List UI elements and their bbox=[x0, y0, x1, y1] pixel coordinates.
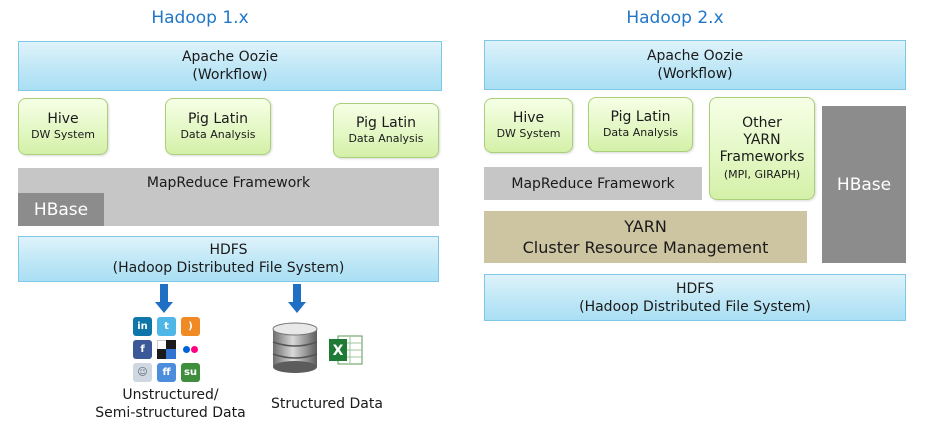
mapreduce-label: MapReduce Framework bbox=[511, 175, 675, 192]
stumbleupon-icon: su bbox=[181, 363, 200, 382]
hbase-label: HBase bbox=[836, 174, 892, 195]
myspace-icon: ☺ bbox=[133, 363, 152, 382]
hive-sublabel: DW System bbox=[31, 128, 95, 141]
pig-label: Pig Latin bbox=[188, 111, 248, 127]
mapreduce-label: MapReduce Framework bbox=[146, 175, 311, 191]
unstructured-caption-line1: Unstructured/ bbox=[122, 387, 219, 403]
hdfs-sublabel: (Hadoop Distributed File System) bbox=[112, 260, 345, 276]
pig-sublabel: Data Analysis bbox=[180, 128, 256, 141]
hdfs-box-2x: HDFS (Hadoop Distributed File System) bbox=[484, 274, 906, 321]
oozie-sublabel: (Workflow) bbox=[657, 66, 733, 82]
hbase-label: HBase bbox=[33, 199, 89, 220]
twitter-icon: t bbox=[157, 317, 176, 336]
hive-label: Hive bbox=[512, 110, 545, 126]
oozie-sublabel: (Workflow) bbox=[192, 67, 268, 83]
pig-box-1x-b: Pig Latin Data Analysis bbox=[333, 103, 439, 158]
hdfs-box-1x: HDFS (Hadoop Distributed File System) bbox=[18, 236, 439, 282]
hbase-block-2x: HBase bbox=[822, 106, 906, 263]
svg-text:X: X bbox=[333, 343, 344, 359]
pig-box-1x-a: Pig Latin Data Analysis bbox=[165, 98, 271, 155]
excel-icon: X bbox=[329, 335, 363, 365]
structured-caption: Structured Data bbox=[271, 396, 383, 412]
hbase-block-1x: HBase bbox=[18, 193, 104, 226]
hadoop1-title: Hadoop 1.x bbox=[151, 8, 249, 28]
linkedin-icon: in bbox=[133, 317, 152, 336]
social-icon-grid: in t ) f ☺ ff su bbox=[133, 317, 203, 383]
hdfs-label: HDFS bbox=[675, 280, 714, 297]
frameworks-label: Frameworks bbox=[719, 149, 805, 165]
friendfeed-icon: ff bbox=[157, 363, 176, 382]
hive-box-2x: Hive DW System bbox=[484, 98, 573, 153]
oozie-label: Apache Oozie bbox=[181, 49, 279, 65]
oozie-box-1x: Apache Oozie (Workflow) bbox=[18, 41, 442, 91]
pig-box-2x: Pig Latin Data Analysis bbox=[588, 97, 693, 152]
hive-sublabel: DW System bbox=[496, 127, 561, 140]
facebook-icon: f bbox=[133, 340, 152, 359]
flickr-icon bbox=[181, 340, 200, 359]
frameworks-sublabel: (MPI, GIRAPH) bbox=[723, 168, 801, 181]
arrow-down-unstructured bbox=[155, 284, 173, 313]
unstructured-caption: Unstructured/ Semi-structured Data bbox=[78, 386, 263, 422]
mapreduce-bar-2x: MapReduce Framework bbox=[484, 167, 702, 200]
pig-sublabel: Data Analysis bbox=[602, 126, 679, 139]
other-label: Other bbox=[742, 115, 782, 131]
delicious-icon bbox=[157, 340, 176, 359]
hdfs-sublabel: (Hadoop Distributed File System) bbox=[579, 298, 811, 315]
mapreduce-bar-1x: MapReduce Framework HBase bbox=[18, 168, 439, 226]
hdfs-label: HDFS bbox=[209, 242, 248, 258]
pig-sublabel: Data Analysis bbox=[348, 132, 424, 145]
hadoop2-title: Hadoop 2.x bbox=[626, 8, 724, 28]
unstructured-caption-line2: Semi-structured Data bbox=[95, 405, 246, 421]
oozie-box-2x: Apache Oozie (Workflow) bbox=[484, 40, 906, 90]
pig-label: Pig Latin bbox=[610, 109, 671, 125]
arrow-down-structured bbox=[288, 284, 306, 313]
rss-icon: ) bbox=[181, 317, 200, 336]
hive-box-1x: Hive DW System bbox=[18, 98, 108, 155]
database-icon bbox=[272, 322, 318, 373]
yarn-label: YARN bbox=[743, 132, 781, 148]
hive-label: Hive bbox=[47, 111, 79, 127]
yarn-label: YARN bbox=[624, 217, 667, 236]
yarn-box: YARN Cluster Resource Management bbox=[484, 211, 807, 263]
other-yarn-frameworks-box: Other YARN Frameworks (MPI, GIRAPH) bbox=[709, 97, 815, 200]
yarn-sublabel: Cluster Resource Management bbox=[522, 238, 769, 257]
pig-label: Pig Latin bbox=[356, 115, 416, 131]
oozie-label: Apache Oozie bbox=[646, 48, 744, 64]
